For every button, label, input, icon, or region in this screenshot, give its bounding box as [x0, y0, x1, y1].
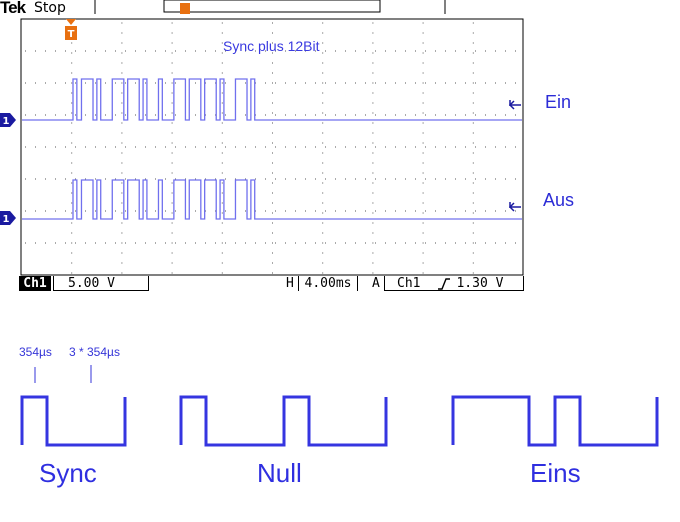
volts-per-div[interactable]: 5.00 V	[53, 276, 149, 291]
time-per-div[interactable]: 4.00ms	[298, 276, 358, 291]
trigger-point-icon	[66, 19, 76, 25]
trace-output	[22, 179, 522, 220]
one-waveform	[451, 395, 659, 447]
label-input: Ein	[545, 92, 572, 112]
horizontal-label: H	[286, 276, 294, 291]
trigger-readout[interactable]: Ch1 1.30 V	[384, 276, 524, 291]
trigger-channel: Ch1	[397, 276, 421, 291]
channel-marker-text-in: 1	[3, 116, 10, 127]
brand-logo: Tek	[0, 0, 26, 17]
annotation-short: 354µs	[19, 345, 52, 359]
null-waveform	[179, 395, 388, 447]
caption-one: Eins	[530, 458, 581, 488]
sync-waveform	[20, 395, 127, 447]
label-output: Aus	[543, 190, 575, 210]
annotation-long: 3 * 354µs	[69, 345, 120, 359]
arrow-left-icon	[508, 202, 521, 212]
caption-sync: Sync	[39, 458, 97, 488]
trigger-marker-icon	[65, 26, 77, 40]
trigger-position-icon	[180, 3, 190, 14]
trigger-marker-text: T	[68, 29, 75, 40]
trigger-mode-label: A	[372, 276, 380, 291]
trigger-level: 1.30 V	[456, 276, 504, 291]
channel-marker-icon	[0, 113, 16, 127]
channel-marker-icon	[0, 211, 16, 225]
arrow-left-icon	[508, 100, 521, 110]
graticule-frame	[20, 18, 524, 276]
scope-title: Sync plus 12Bit	[223, 38, 320, 54]
record-view-bar	[163, 0, 381, 13]
trace-input	[22, 78, 522, 121]
rising-edge-icon	[438, 278, 450, 290]
caption-null: Null	[257, 458, 302, 488]
acquisition-state[interactable]: Stop	[34, 0, 66, 16]
channel-marker-text-out: 1	[3, 214, 10, 225]
channel-badge[interactable]: Ch1	[19, 276, 51, 291]
